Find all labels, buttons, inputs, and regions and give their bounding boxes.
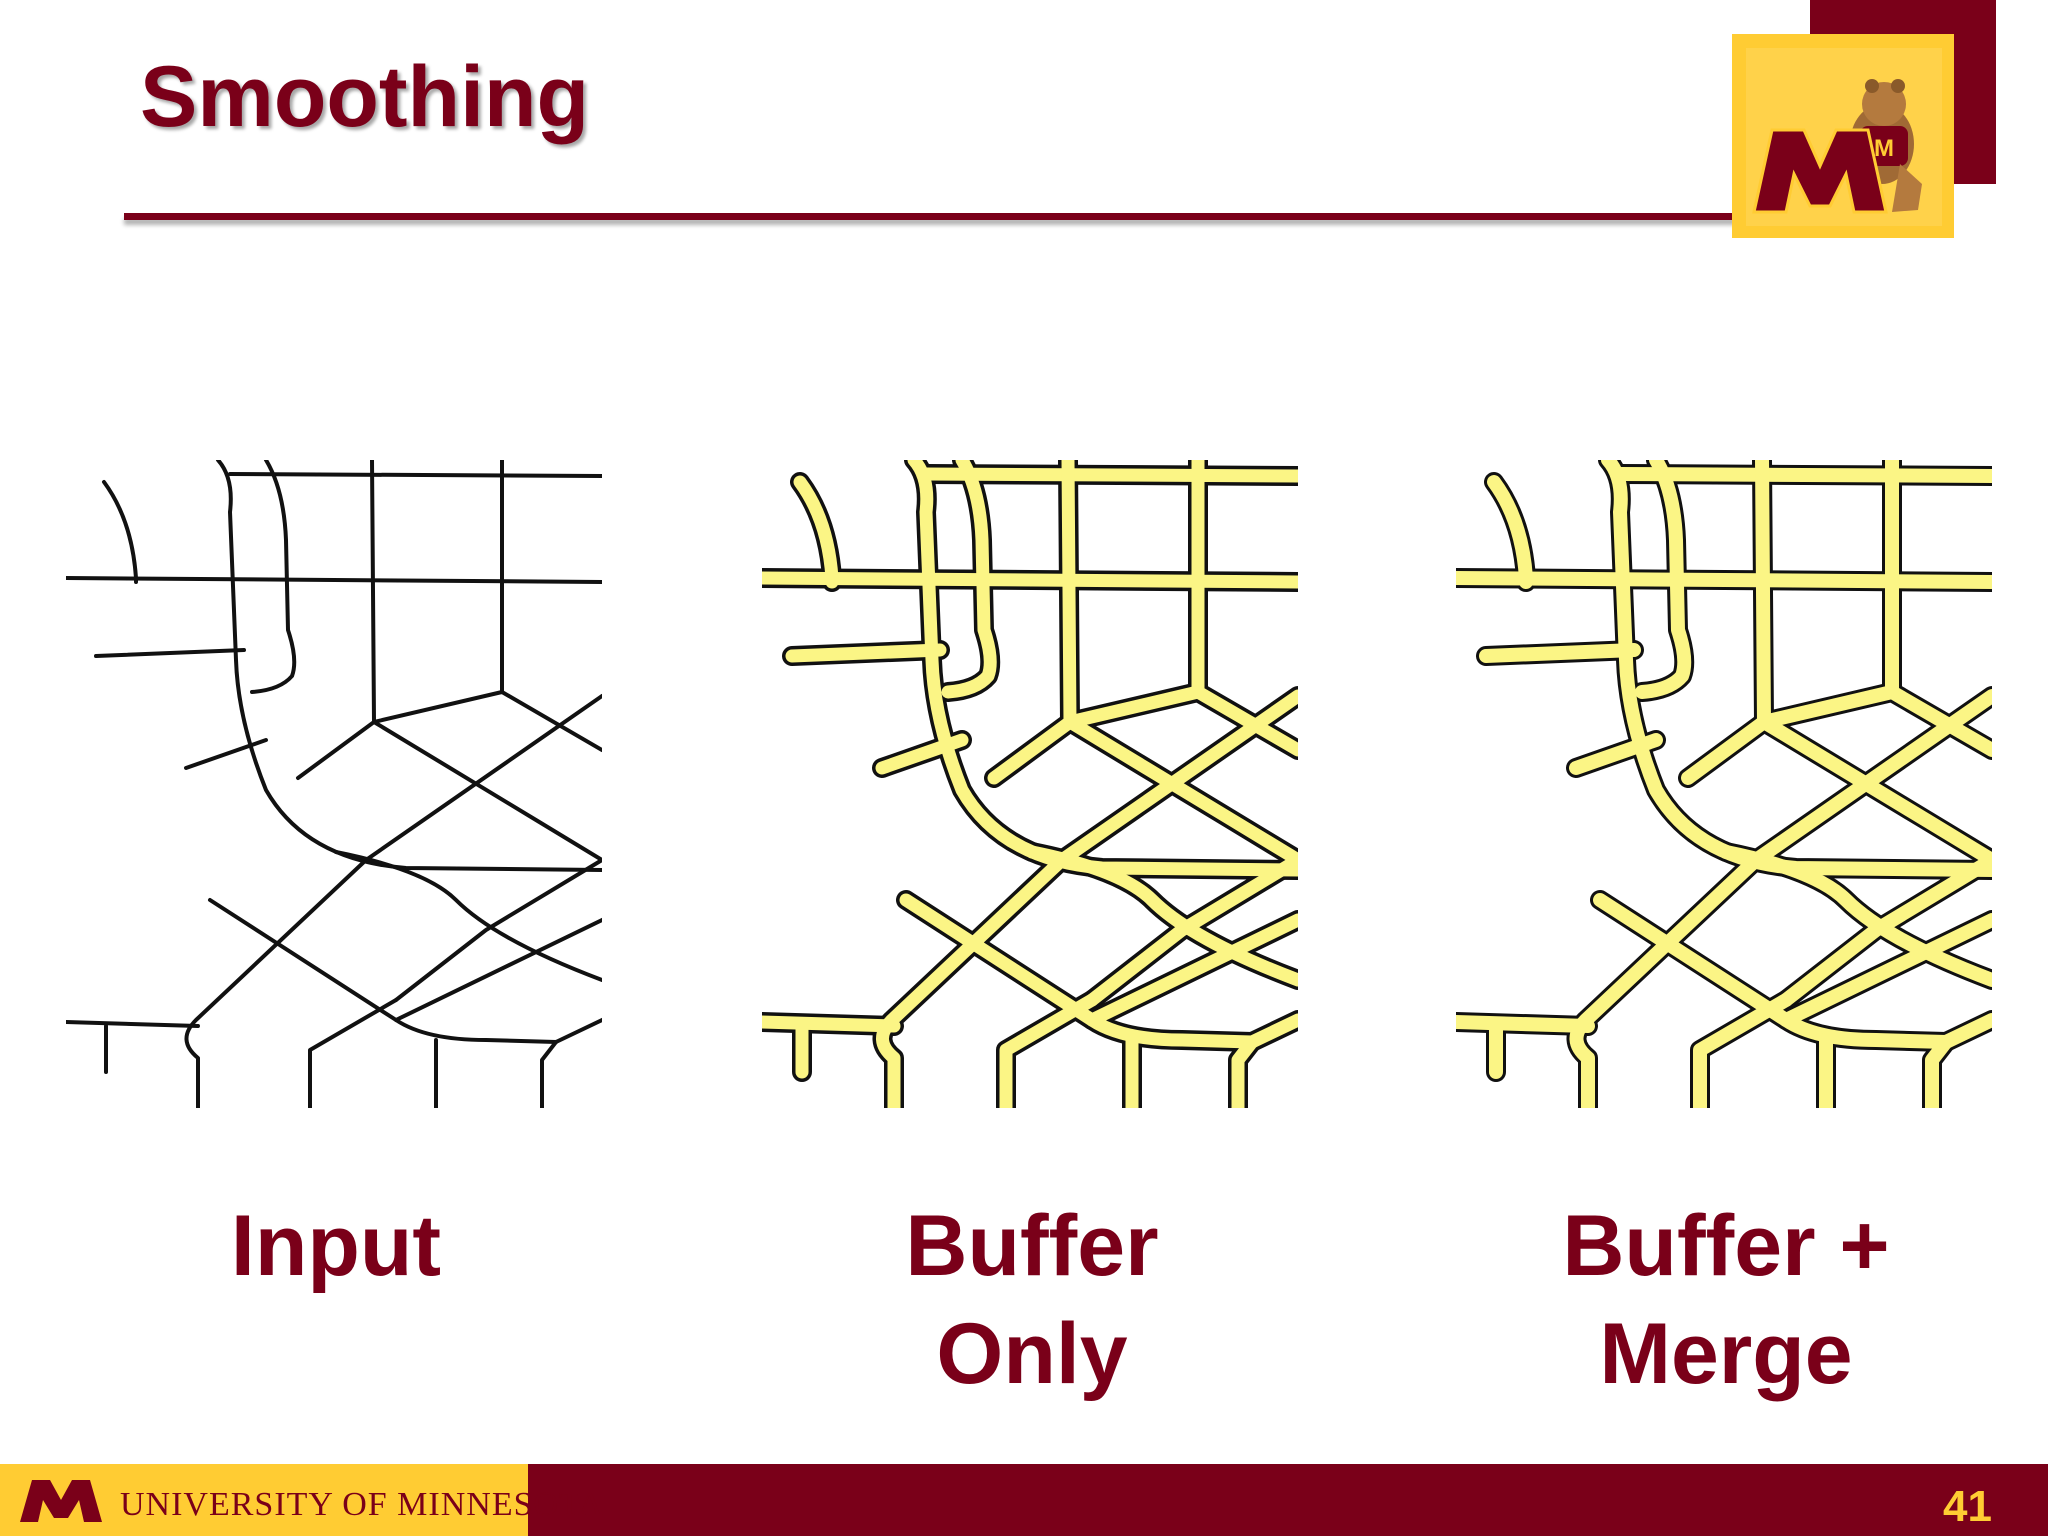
buffer-only-road-map	[762, 460, 1298, 1108]
page-number: 41	[1943, 1482, 1992, 1531]
caption-buffer-merge-line1: Buffer +	[1562, 1198, 1890, 1294]
slide-title: Smoothing	[140, 49, 590, 145]
university-name: UNIVERSITY OF MINNESOTA	[120, 1486, 604, 1523]
block-m-icon	[18, 1476, 104, 1529]
goldy-gopher-m-logo-icon: M	[1732, 34, 1954, 238]
svg-text:M: M	[1874, 135, 1894, 162]
input-road-map	[66, 460, 602, 1108]
caption-buffer-merge-line2: Merge	[1599, 1306, 1853, 1402]
title-divider	[124, 213, 1740, 220]
caption-input: Input	[76, 1192, 596, 1300]
buffer-merge-road-map	[1456, 460, 1992, 1108]
caption-input-line1: Input	[230, 1198, 442, 1294]
caption-buffer-only-line1: Buffer	[905, 1198, 1159, 1294]
caption-buffer-only-line2: Only	[936, 1306, 1128, 1402]
caption-buffer-only: Buffer Only	[772, 1192, 1292, 1408]
caption-buffer-merge: Buffer + Merge	[1466, 1192, 1986, 1408]
